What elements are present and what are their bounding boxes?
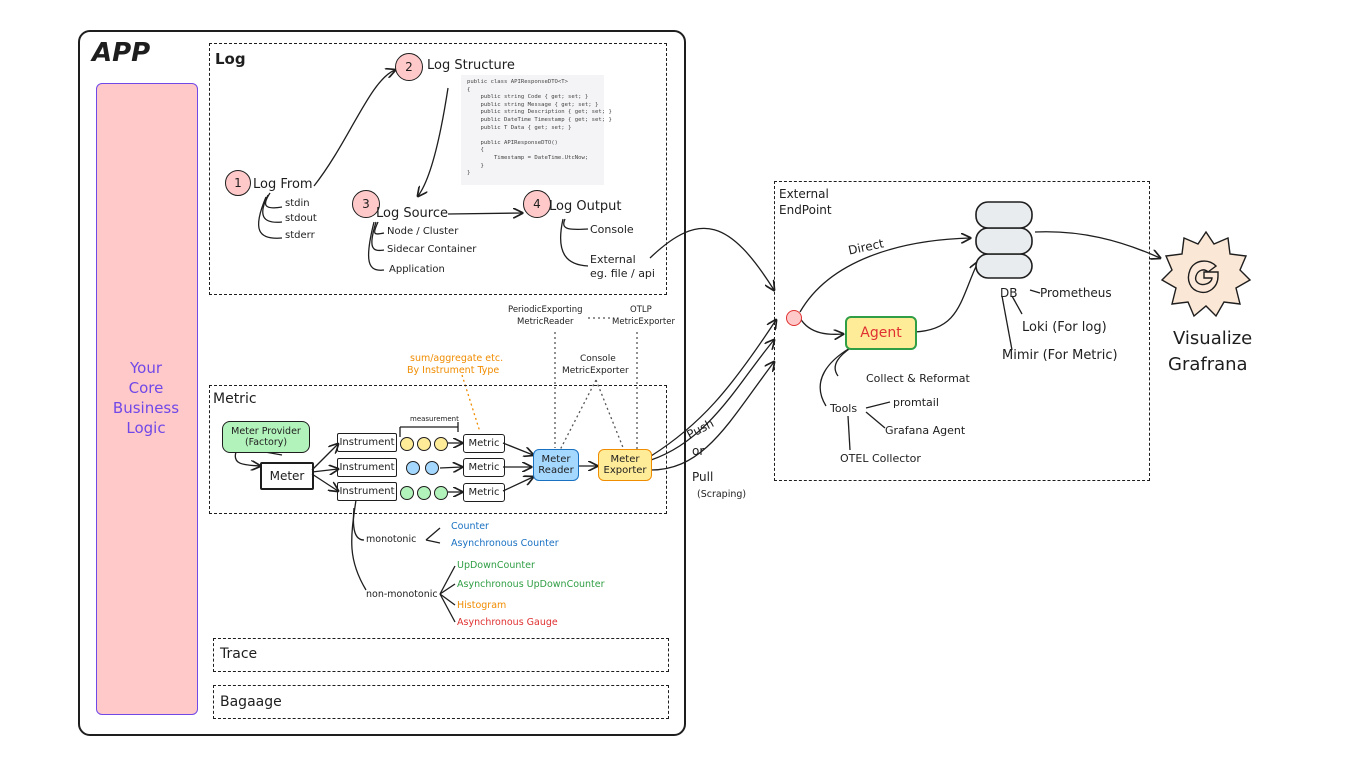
promtail-label: promtail (893, 396, 939, 409)
trace-title: Trace (220, 646, 258, 662)
app-frame (78, 30, 686, 736)
pull-label: Pull (692, 470, 714, 484)
log-from-label: Log From (253, 177, 313, 192)
monotonic-label: monotonic (366, 534, 417, 545)
entry-point-dot (786, 310, 802, 326)
collect-reformat-label: Collect & Reformat (866, 372, 970, 385)
prometheus-label: Prometheus (1040, 286, 1112, 300)
measurement-dot-yellow-1 (400, 437, 414, 451)
measurement-dot-green-2 (417, 486, 431, 500)
log-structure-label: Log Structure (427, 58, 515, 73)
external-endpoint-panel (774, 181, 1150, 481)
db-label: DB (1000, 286, 1018, 300)
measurement-dot-green-3 (434, 486, 448, 500)
visualize-label: Visualize (1173, 328, 1253, 349)
or-label: or (692, 444, 705, 458)
async-counter-label: Asynchronous Counter (451, 538, 559, 549)
log-title: Log (215, 50, 246, 68)
console-label: Console (590, 223, 634, 236)
log-source-label: Log Source (376, 206, 449, 221)
scraping-label: (Scraping) (697, 489, 747, 500)
measurement-label: measurement (410, 415, 459, 423)
histogram-label: Histogram (457, 600, 507, 611)
metric-title: Metric (213, 391, 257, 407)
periodic-reader-1: PeriodicExporting (508, 305, 583, 315)
log-structure-code: public class APIResponseDTO<T> { public … (461, 75, 612, 185)
step-4-badge: 4 (523, 190, 551, 218)
meter-exporter-box: Meter Exporter (598, 449, 652, 481)
metric-box-3: Metric (463, 483, 505, 502)
metric-box-2: Metric (463, 458, 505, 477)
loki-label: Loki (For log) (1022, 320, 1107, 335)
log-output-label: Log Output (549, 199, 622, 214)
core-business-logic-text: Your Core Business Logic (112, 359, 180, 437)
async-gauge-label: Asynchronous Gauge (457, 617, 558, 628)
grafana-logo-icon (1160, 230, 1252, 318)
metric-box-1: Metric (463, 434, 505, 453)
sidecar-label: Sidecar Container (387, 244, 477, 255)
app-title: APP (92, 38, 151, 68)
external-title-1: External (779, 187, 829, 201)
instrument-box-1: Instrument (337, 433, 397, 452)
console-exporter-1: Console (580, 354, 616, 364)
measurement-dot-blue-2 (425, 461, 439, 475)
measurement-dot-blue-1 (406, 461, 420, 475)
aggregate-note-1: sum/aggregate etc. (410, 353, 504, 364)
periodic-reader-2: MetricReader (517, 317, 574, 327)
application-label: Application (389, 264, 445, 275)
external-label: External (590, 253, 636, 266)
instrument-box-3: Instrument (337, 482, 397, 501)
async-updown-label: Asynchronous UpDownCounter (457, 579, 605, 590)
grafana-label: Grafrana (1168, 354, 1248, 375)
otlp-exporter-1: OTLP (630, 305, 652, 315)
baggage-title: Bagaage (220, 694, 282, 710)
step-2-badge: 2 (395, 53, 423, 81)
non-monotonic-label: non-monotonic (366, 589, 438, 600)
log-panel (209, 43, 667, 295)
stderr-label: stderr (285, 230, 315, 241)
measurement-dot-yellow-2 (417, 437, 431, 451)
tools-label: Tools (830, 402, 858, 415)
meter-reader-box: Meter Reader (533, 449, 579, 481)
step-3-badge: 3 (352, 190, 380, 218)
database-icon (975, 201, 1033, 279)
trace-panel (213, 638, 669, 672)
aggregate-note-2: By Instrument Type (407, 365, 500, 376)
meter-provider-box: Meter Provider (Factory) (222, 421, 310, 453)
file-api-label: eg. file / api (590, 267, 655, 280)
stdout-label: stdout (285, 213, 317, 224)
instrument-box-2: Instrument (337, 458, 397, 477)
mimir-label: Mimir (For Metric) (1002, 348, 1118, 363)
meter-box: Meter (260, 462, 314, 490)
updown-counter-label: UpDownCounter (457, 560, 535, 571)
core-business-logic-block (96, 83, 198, 715)
agent-box: Agent (845, 316, 917, 350)
external-title-2: EndPoint (779, 203, 832, 217)
step-1-badge: 1 (225, 170, 251, 196)
node-cluster-label: Node / Cluster (387, 226, 459, 237)
otel-collector-label: OTEL Collector (840, 452, 921, 465)
otlp-exporter-2: MetricExporter (612, 317, 675, 327)
measurement-dot-green-1 (400, 486, 414, 500)
push-label: Push (684, 416, 717, 442)
grafana-agent-label: Grafana Agent (885, 424, 966, 437)
counter-label: Counter (451, 521, 489, 532)
console-exporter-2: MetricExporter (562, 366, 629, 376)
baggage-panel (213, 685, 669, 719)
stdin-label: stdin (285, 198, 310, 209)
metric-panel (209, 385, 667, 514)
measurement-dot-yellow-3 (434, 437, 448, 451)
